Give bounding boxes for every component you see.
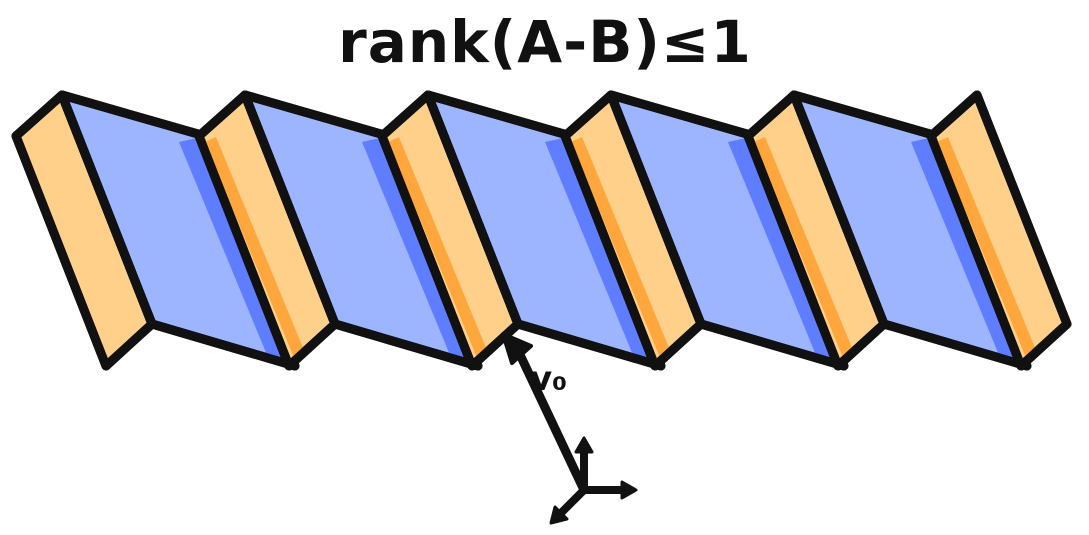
fold-strip-shadow-6 — [937, 137, 1038, 360]
fold-strip-outline-2 — [194, 90, 340, 371]
fold-strip-shadow-2 — [205, 137, 306, 360]
vector-v0-arrowhead — [501, 332, 533, 365]
axis-diag-arrowhead — [549, 505, 569, 525]
fold-strip-outline-4 — [560, 90, 706, 371]
fold-strip-outline-3 — [377, 90, 523, 371]
coordinate-axes-icon — [549, 436, 638, 525]
fold-strip-shadow-5 — [754, 137, 855, 360]
fold-strip-outline-6 — [926, 90, 1072, 371]
fold-strip-outline-5 — [743, 90, 889, 371]
folded-sheet — [11, 90, 1072, 371]
diagram-title: rank(A-B)≤1 — [338, 8, 752, 76]
axis-up-arrowhead — [574, 436, 594, 454]
fold-strip-shadow-3 — [388, 137, 489, 360]
vector-v0: v₀ — [501, 332, 589, 495]
axis-right-arrowhead — [620, 480, 638, 500]
fold-strip-outline-1 — [11, 90, 157, 371]
fold-strip-shadow-4 — [571, 137, 672, 360]
vector-v0-shaft — [509, 337, 589, 495]
vector-v0-label: v₀ — [530, 359, 567, 399]
